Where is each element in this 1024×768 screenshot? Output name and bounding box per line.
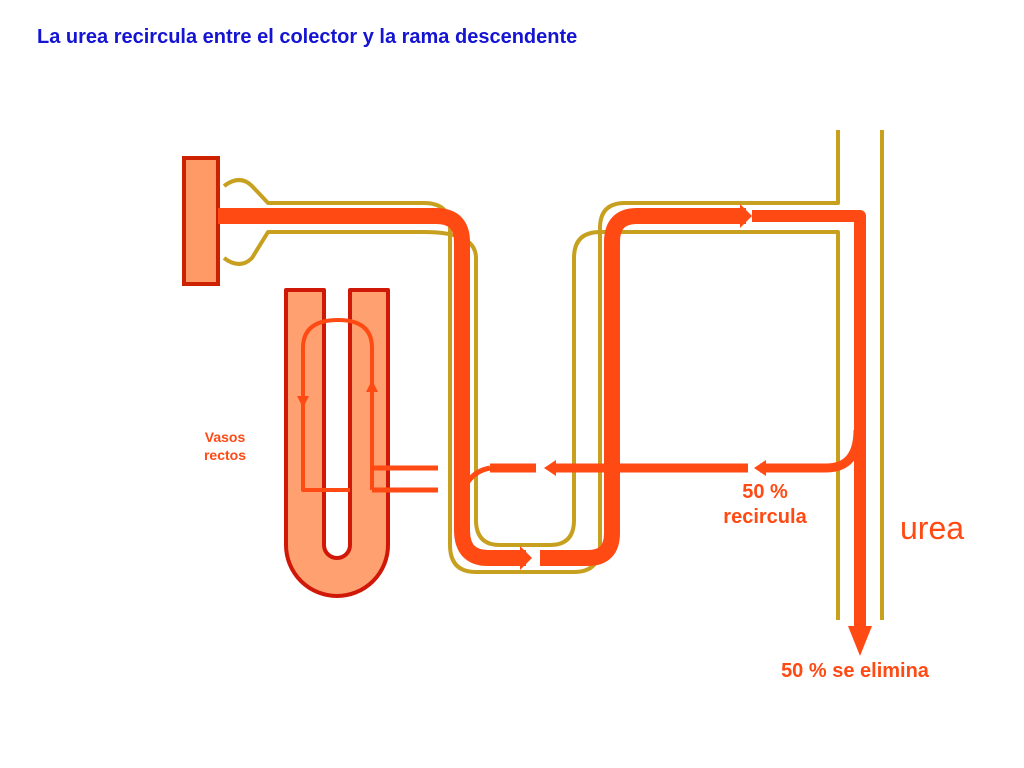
- vasos-rectos-label: Vasos rectos: [203, 429, 247, 463]
- vessel-arrow-down-icon: [297, 396, 309, 408]
- flow-arrow-top-right-icon: [740, 204, 752, 228]
- flow-arrow-bottom-left-icon: [520, 546, 532, 570]
- urea-flow-path: [218, 208, 866, 626]
- recircula-label: 50 % recircula: [723, 481, 807, 528]
- urea-label: urea: [900, 510, 965, 546]
- recirc-arrow-2-icon: [544, 460, 556, 476]
- vasos-rectos-vessels: [284, 288, 390, 598]
- flow-arrow-down-icon: [848, 626, 872, 656]
- nephron-tubule-outline: [222, 130, 884, 620]
- page-title: La urea recircula entre el colector y la…: [37, 26, 578, 48]
- glomerulus-block: [182, 156, 220, 286]
- vessel-arrow-up-icon: [366, 380, 378, 392]
- se-elimina-label: 50 % se elimina: [781, 660, 929, 682]
- recirculation-flow: [301, 318, 863, 521]
- recirc-arrow-1-icon: [754, 460, 766, 476]
